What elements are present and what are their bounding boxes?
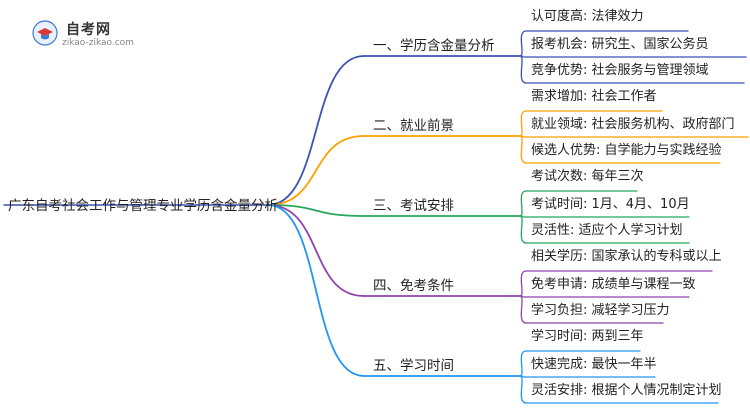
leaf-4-1: 相关学历: 国家承认的专科或以上 xyxy=(531,249,722,264)
branch-5-label: 五、学习时间 xyxy=(373,358,454,374)
leaf-2-2: 就业领域: 社会服务机构、政府部门 xyxy=(531,117,735,132)
leaf-5-1: 学习时间: 两到三年 xyxy=(531,329,644,344)
branch-4-label: 四、免考条件 xyxy=(373,278,454,294)
root-topic: 广东自考社会工作与管理专业学历含金量分析 xyxy=(8,198,278,214)
leaf-4-2: 免考申请: 成绩单与课程一致 xyxy=(531,277,696,292)
leaf-4-3: 学习负担: 减轻学习压力 xyxy=(531,303,670,318)
leaf-3-1-connector xyxy=(519,190,527,217)
leaf-4-1-connector xyxy=(519,270,527,297)
branch-3-label: 三、考试安排 xyxy=(373,198,454,214)
graduation-cap-icon xyxy=(32,20,58,46)
leaf-5-3-connector xyxy=(519,375,527,404)
root-connector-2 xyxy=(267,135,365,206)
leaf-2-1: 需求增加: 社会工作者 xyxy=(531,89,657,104)
root-connector-5 xyxy=(267,204,365,377)
leaf-4-3-connector xyxy=(519,295,527,324)
logo-url: zikao-zikao.com xyxy=(62,38,134,48)
root-connector-3 xyxy=(267,204,365,217)
leaf-5-1-connector xyxy=(519,350,527,377)
leaf-1-3: 竞争优势: 社会服务与管理领域 xyxy=(531,63,709,78)
leaf-1-1-connector xyxy=(519,30,527,57)
leaf-5-2: 快速完成: 最快一年半 xyxy=(531,357,657,372)
leaf-3-3: 灵活性: 适应个人学习计划 xyxy=(531,223,683,238)
leaf-2-3: 候选人优势: 自学能力与实践经验 xyxy=(531,143,722,158)
leaf-2-3-connector xyxy=(519,135,527,164)
logo-title: 自考网 xyxy=(66,22,111,38)
leaf-1-3-connector xyxy=(519,55,527,84)
root-connector-1 xyxy=(267,55,365,206)
leaf-3-2: 考试时间: 1月、4月、10月 xyxy=(531,197,690,212)
leaf-5-3: 灵活安排: 根据个人情况制定计划 xyxy=(531,383,722,398)
leaf-1-1: 认可度高: 法律效力 xyxy=(531,9,644,24)
leaf-1-2: 报考机会: 研究生、国家公务员 xyxy=(531,37,709,52)
branch-2-label: 二、就业前景 xyxy=(373,118,454,134)
branch-1-label: 一、学历含金量分析 xyxy=(373,38,495,54)
leaf-2-1-connector xyxy=(519,110,527,137)
root-connector-4 xyxy=(267,204,365,297)
leaf-3-1: 考试次数: 每年三次 xyxy=(531,169,644,184)
site-logo: 自考网 zikao-zikao.com xyxy=(30,14,140,54)
leaf-3-3-connector xyxy=(519,215,527,244)
